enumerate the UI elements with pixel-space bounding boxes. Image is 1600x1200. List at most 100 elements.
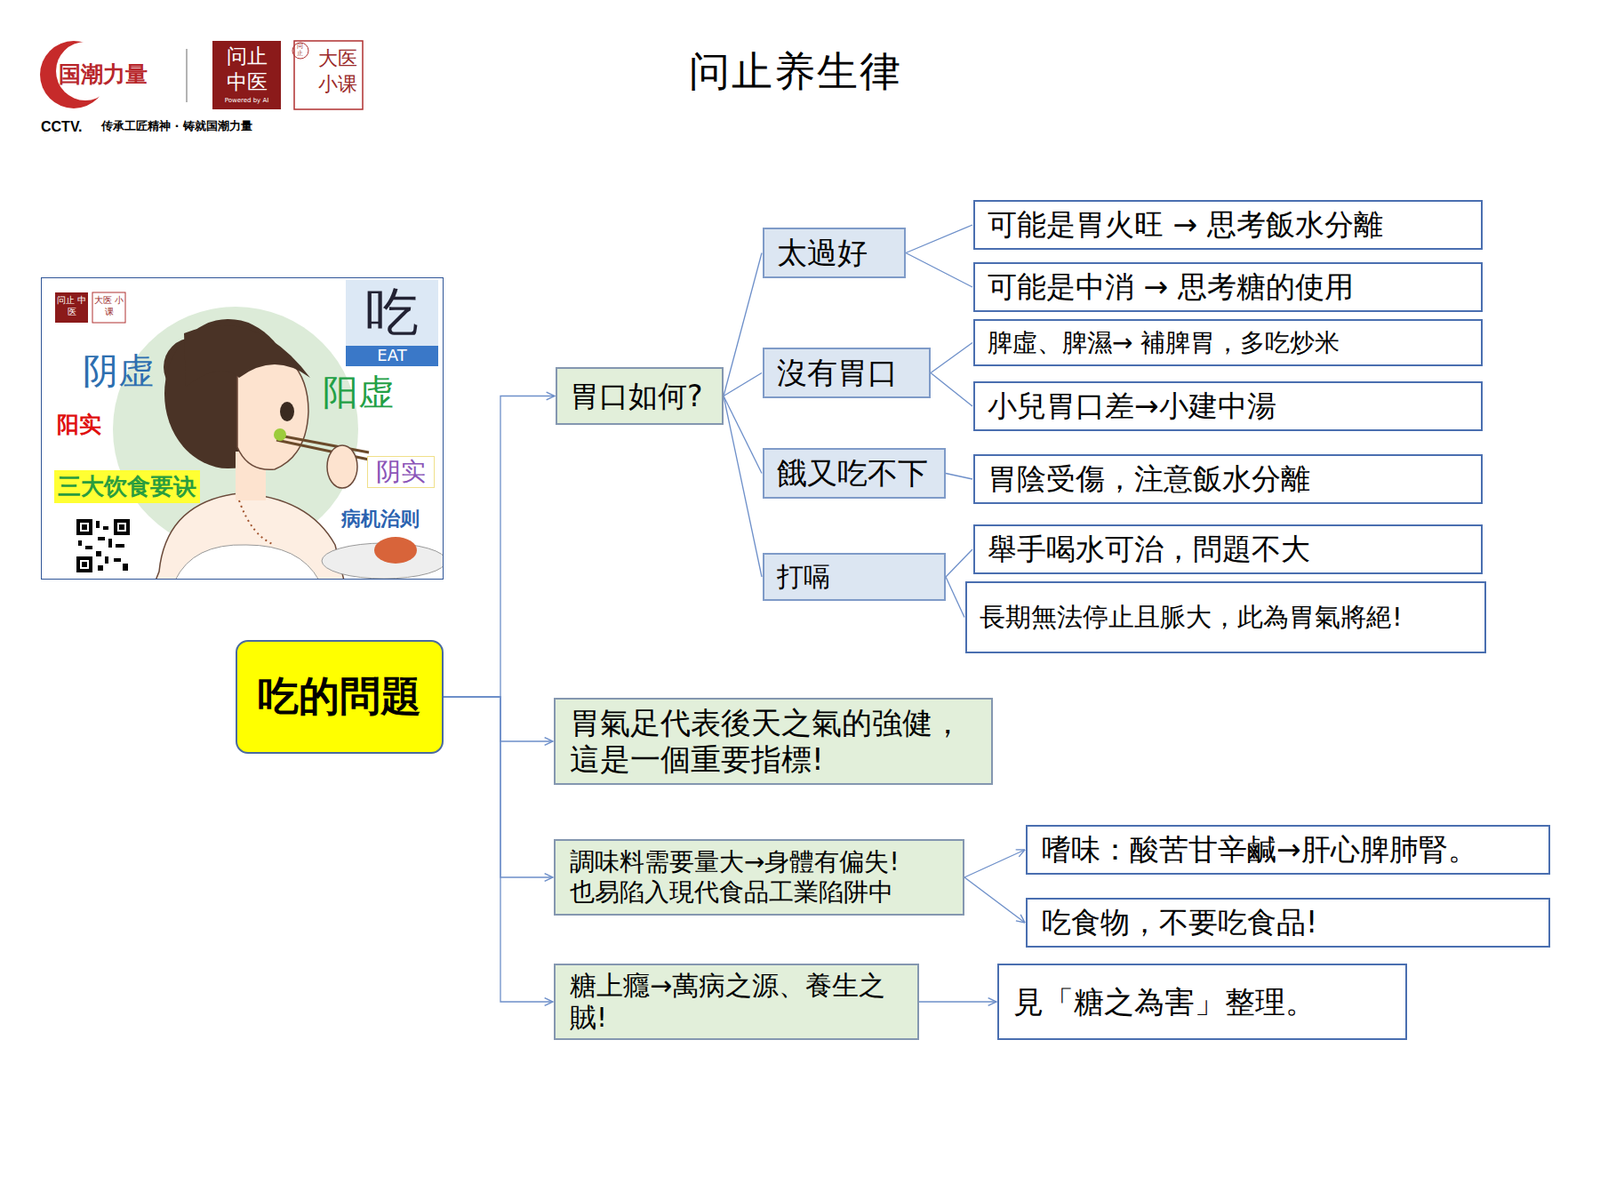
branch-box: 胃氣足代表後天之氣的強健， 這是一個重要指標! <box>553 697 993 785</box>
drawing-shape <box>81 524 88 530</box>
drawing-shape <box>76 556 93 573</box>
leaf-box: 脾虛、脾濕→ 補脾胃，多吃炒米 <box>973 319 1483 367</box>
drawing-shape <box>92 292 126 323</box>
drawing-shape <box>327 445 358 488</box>
label-text: 问止 中医 <box>223 43 272 96</box>
box-text: 胃氣足代表後天之氣的強健， 這是一個重要指標! <box>569 704 965 778</box>
connector <box>945 549 973 577</box>
connector <box>930 343 973 374</box>
box-text: 打嗝 <box>776 560 936 593</box>
drawing-shape <box>81 561 88 568</box>
drawing-shape <box>113 558 121 562</box>
label-text: 三大饮食要诀 <box>54 470 200 504</box>
leaf-box: 胃陰受傷，注意飯水分離 <box>973 454 1483 504</box>
box-text: 沒有胃口 <box>776 354 920 392</box>
drawing-shape <box>212 40 281 110</box>
box-text: 吃食物，不要吃食品! <box>1041 904 1540 941</box>
box-text: 小兒胃口差→小建中湯 <box>987 388 1472 424</box>
box-text: 餓又吃不下 <box>776 455 936 492</box>
connector <box>930 373 973 408</box>
box-text: 可能是胃火旺 → 思考飯水分離 <box>987 207 1472 243</box>
connector <box>945 576 965 618</box>
drawing-shape <box>97 565 104 571</box>
drawing-shape <box>74 517 132 575</box>
drawing-shape <box>96 520 100 528</box>
drawing-shape <box>345 280 439 367</box>
drawing-shape <box>80 560 89 569</box>
root-box: 吃的問題 <box>235 640 444 754</box>
label-text: 阴实 <box>367 456 435 488</box>
drawing-shape <box>273 428 287 441</box>
connector <box>905 253 973 288</box>
drawing-shape <box>103 526 109 530</box>
label-text: 阴虚 <box>82 349 154 392</box>
label-text: 问止 <box>296 43 304 57</box>
connector <box>945 473 973 480</box>
box-text: 可能是中消 → 思考糖的使用 <box>987 269 1472 305</box>
drawing-shape <box>55 292 88 323</box>
label-text: CCTV. <box>40 118 83 136</box>
leaf-box: 舉手喝水可治，問題不大 <box>973 524 1483 575</box>
drawing-shape <box>239 500 275 545</box>
label-text: 传承工匠精神 · 铸就国潮力量 <box>101 119 253 134</box>
box-text: 嗜味：酸苦甘辛鹹→肝心脾肺腎。 <box>1041 832 1540 868</box>
box-text: 吃的問題 <box>257 672 422 721</box>
label-text: 大医 小课 <box>311 46 358 97</box>
box-text: 太過好 <box>776 234 896 272</box>
drawing-shape <box>85 545 93 550</box>
connector <box>905 224 973 254</box>
connector <box>443 696 553 878</box>
label-text: 大医 小课 <box>93 294 125 318</box>
drawing-shape <box>80 522 89 532</box>
box-text: 糖上癮→萬病之源、養生之賊! <box>569 969 891 1034</box>
drawing-shape <box>96 551 102 557</box>
leaf-box: 嗜味：酸苦甘辛鹹→肝心脾肺腎。 <box>1025 824 1551 875</box>
leaf-box: 長期無法停止且脈大，此為胃氣將絕! <box>965 581 1487 654</box>
connector <box>964 849 1025 878</box>
box-text: 長期無法停止且脈大，此為胃氣將絕! <box>979 601 1476 633</box>
connector <box>443 696 553 742</box>
drawing-shape <box>74 517 132 575</box>
label-text: 问止 中医 <box>56 294 88 318</box>
branch-box: 餓又吃不下 <box>762 448 946 499</box>
box-text: 胃口如何? <box>569 378 713 415</box>
branch-box: 調味料需要量大→身體有偏失! 也易陷入現代食品工業陷阱中 <box>553 839 965 916</box>
drawing-shape <box>78 540 82 546</box>
drawing-shape <box>76 519 93 536</box>
leaf-box: 可能是胃火旺 → 思考飯水分離 <box>973 200 1483 250</box>
drawing-shape <box>104 556 109 564</box>
connector <box>723 253 762 397</box>
drawing-shape <box>155 493 344 580</box>
drawing-shape <box>345 345 439 367</box>
branch-box: 打嗝 <box>762 552 946 601</box>
drawing-shape <box>374 536 417 564</box>
label-text: 吃 <box>345 280 439 344</box>
label-text: 国潮力量 <box>58 60 148 88</box>
drawing-shape <box>184 325 311 387</box>
branch-box: 胃口如何? <box>555 367 724 425</box>
box-text: 舉手喝水可治，問題不大 <box>987 531 1472 568</box>
leaf-box: 小兒胃口差→小建中湯 <box>973 381 1483 432</box>
page-title: 问止养生律 <box>662 44 929 100</box>
box-text: 見「糖之為害」整理。 <box>1013 984 1397 1021</box>
box-text: 胃陰受傷，注意飯水分離 <box>987 461 1472 497</box>
drawing-shape <box>117 522 127 532</box>
drawing-shape <box>97 536 105 541</box>
drawing-shape <box>175 544 320 580</box>
drawing-shape <box>292 42 309 59</box>
label-text: 阳虚 <box>322 370 394 414</box>
thumbnail-illustration: 问止 中医大医 小课吃EAT阴虚阳虚阳实三大饮食要诀阴实病机治则 <box>40 277 444 580</box>
drawing-shape <box>185 48 188 103</box>
label-text: 病机治则 <box>341 507 420 531</box>
box-text: 脾虛、脾濕→ 補脾胃，多吃炒米 <box>987 328 1472 359</box>
drawing-shape <box>108 538 112 548</box>
connector <box>919 1000 997 1002</box>
box-text: 調味料需要量大→身體有偏失! 也易陷入現代食品工業陷阱中 <box>569 847 931 907</box>
label-text: EAT <box>345 345 439 367</box>
connector <box>964 877 1025 923</box>
connector <box>723 396 762 474</box>
connector <box>443 396 555 698</box>
drawing-shape <box>115 544 125 548</box>
connector <box>443 696 553 1002</box>
